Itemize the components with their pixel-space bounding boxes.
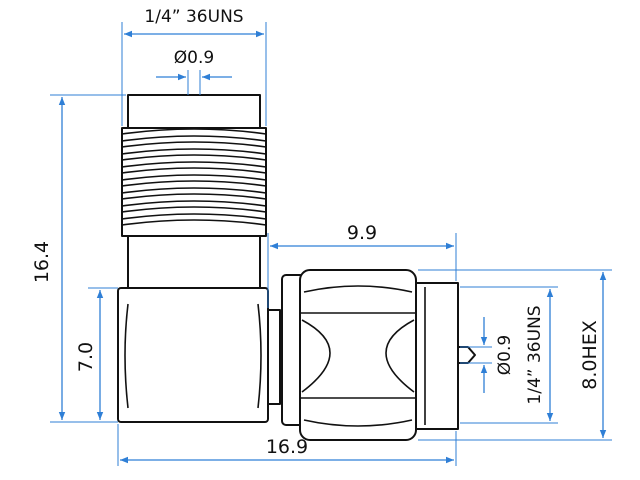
dim-hex: 8.0HEX: [418, 269, 612, 441]
top-pin-label: Ø0.9: [174, 48, 214, 68]
total-height-label: 16.4: [31, 241, 53, 283]
total-length-label: 16.9: [266, 436, 308, 458]
plug-length-label: 9.9: [347, 222, 377, 244]
top-thread-label: 1/4” 36UNS: [144, 7, 243, 27]
side-thread-label: 1/4” 36UNS: [525, 305, 545, 404]
hex-nut: [281, 269, 417, 441]
dim-total-height: 16.4: [31, 94, 126, 423]
connector-outline: [117, 94, 476, 441]
dim-plug-length: 9.9: [267, 222, 457, 308]
side-pin-label: Ø0.9: [495, 335, 515, 375]
plug-pin: [457, 346, 476, 364]
dim-side-thread: 1/4” 36UNS: [460, 286, 558, 424]
body-height-label: 7.0: [75, 342, 97, 372]
dim-side-pin: Ø0.9: [460, 317, 515, 393]
hex-label: 8.0HEX: [579, 320, 601, 390]
dim-total-length: 16.9: [117, 424, 457, 466]
dim-top-pin: Ø0.9: [156, 48, 232, 95]
jack-top-collar: [127, 94, 261, 129]
dim-top-thread: 1/4” 36UNS: [121, 7, 267, 126]
elbow-body: [117, 287, 269, 423]
plug-front: [415, 282, 459, 430]
jack-thread: [121, 127, 267, 237]
dim-body-height: 7.0: [75, 287, 118, 420]
jack-neck: [127, 235, 261, 289]
plug-coupling: [267, 309, 281, 405]
